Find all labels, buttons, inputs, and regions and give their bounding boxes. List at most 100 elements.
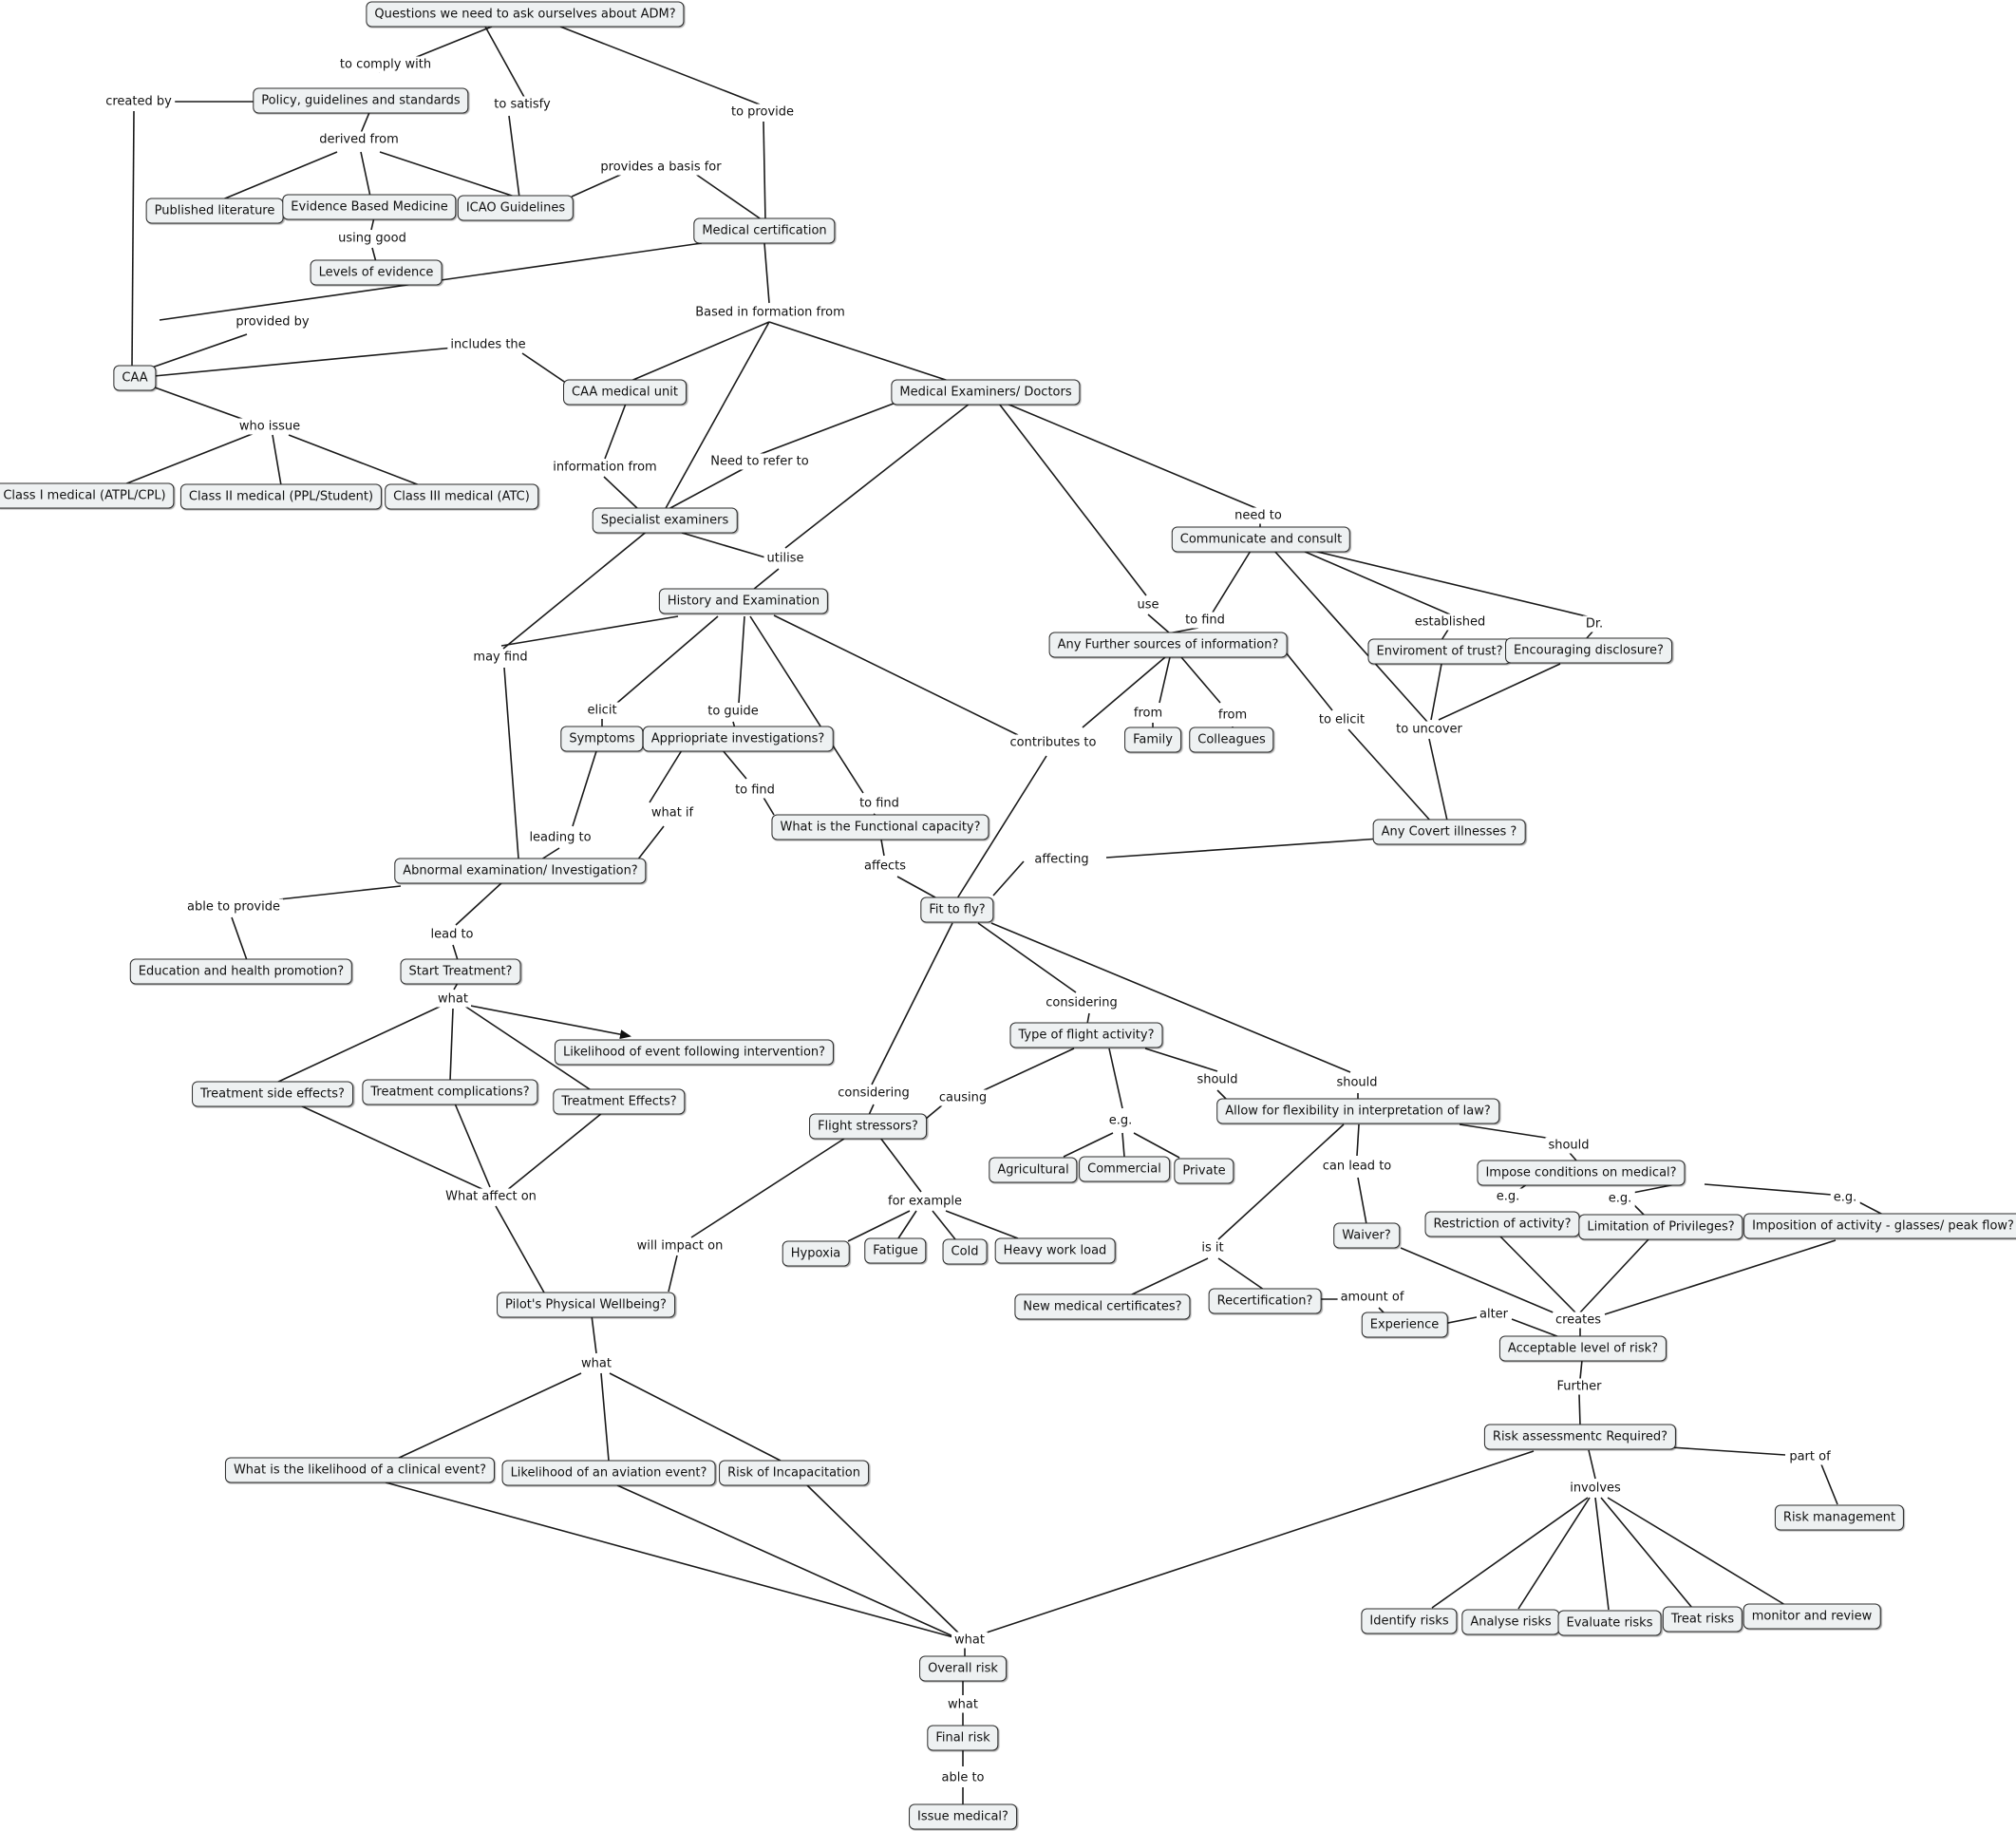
connector-line xyxy=(449,1008,454,1082)
connector-line xyxy=(668,467,745,510)
connector-line xyxy=(1210,550,1252,616)
link-to-uncover: to uncover xyxy=(1393,721,1465,738)
link-dr: Dr. xyxy=(1582,615,1607,632)
connector-line xyxy=(956,755,1047,899)
concept-class-2-medical: Class II medical (PPL/Student) xyxy=(179,483,383,510)
link-to-comply-with: to comply with xyxy=(336,56,435,73)
concept-commercial: Commercial xyxy=(1079,1156,1170,1182)
link-derived-from: derived from xyxy=(316,131,402,148)
concept-treat-risks: Treat risks xyxy=(1662,1606,1743,1633)
concept-caa: CAA xyxy=(113,365,157,391)
link-provides-a-basis-for: provides a basis for xyxy=(597,159,725,176)
connector-line xyxy=(1600,1497,1693,1609)
link-what-final: what xyxy=(945,1696,981,1713)
link-causing: causing xyxy=(935,1089,990,1106)
connector-line xyxy=(454,1103,491,1188)
link-involves: involves xyxy=(1567,1480,1624,1497)
concept-published-literature: Published literature xyxy=(145,198,284,224)
concept-risk-of-incapacitation: Risk of Incapacitation xyxy=(719,1460,869,1486)
connector-line xyxy=(455,881,503,926)
concept-recertification: Recertification? xyxy=(1208,1288,1322,1314)
connector-line xyxy=(1431,1497,1589,1609)
connector-line xyxy=(275,1005,443,1084)
connector-line xyxy=(1281,647,1333,711)
connector-line xyxy=(1578,1393,1581,1426)
concept-likelihood-following-intervention: Likelihood of event following interventi… xyxy=(554,1039,835,1066)
connector-line xyxy=(1669,1446,1786,1456)
concept-abnormal-examination: Abnormal examination/ Investigation? xyxy=(394,858,647,884)
connector-line xyxy=(1217,1123,1345,1240)
link-to-find-sources: to find xyxy=(1182,612,1228,629)
concept-treatment-effects: Treatment Effects? xyxy=(553,1088,686,1115)
connector-line xyxy=(1430,663,1442,721)
concept-start-treatment: Start Treatment? xyxy=(400,958,521,985)
link-amount-of: amount of xyxy=(1337,1289,1407,1306)
connector-line xyxy=(379,151,521,199)
connector-line xyxy=(990,922,1351,1073)
connector-line xyxy=(768,321,952,383)
concept-type-of-flight-activity: Type of flight activity? xyxy=(1009,1022,1163,1048)
connector-line xyxy=(998,403,1147,596)
connector-line xyxy=(1121,1132,1125,1158)
concept-further-sources: Any Further sources of information? xyxy=(1048,632,1288,658)
concept-fatigue: Fatigue xyxy=(864,1237,927,1264)
concept-allow-flexibility-law: Allow for flexibility in interpretation … xyxy=(1216,1098,1499,1124)
connector-line xyxy=(1579,1238,1649,1313)
connector-line xyxy=(154,387,251,423)
link-may-find: may find xyxy=(470,649,531,666)
connector-line xyxy=(1604,1239,1837,1315)
connector-line xyxy=(1006,403,1259,510)
link-from-colleagues: from xyxy=(1215,707,1251,724)
concept-issue-medical: Issue medical? xyxy=(909,1803,1017,1830)
link-will-impact-on: will impact on xyxy=(633,1237,726,1255)
connector-line xyxy=(1082,656,1166,728)
connector-line xyxy=(1704,1183,1833,1196)
link-utilise: utilise xyxy=(763,550,807,567)
link-what-treatment: what xyxy=(435,991,471,1008)
concept-monitor-and-review: monitor and review xyxy=(1743,1603,1881,1630)
connector-line xyxy=(1511,1318,1563,1339)
link-includes-the: includes the xyxy=(447,336,529,353)
link-further: Further xyxy=(1554,1378,1605,1395)
connector-line xyxy=(932,1210,956,1240)
link-use: use xyxy=(1134,596,1162,613)
connector-line xyxy=(668,1255,678,1293)
link-can-lead-to: can lead to xyxy=(1319,1158,1395,1175)
connector-line xyxy=(604,403,627,460)
link-affects: affects xyxy=(861,858,909,875)
concept-levels-of-evidence: Levels of evidence xyxy=(310,259,443,286)
connector-line xyxy=(231,916,248,961)
concept-medical-certification: Medical certification xyxy=(693,217,836,244)
connector-line xyxy=(681,532,766,558)
connector-line xyxy=(1357,1177,1367,1225)
link-using-good: using good xyxy=(335,230,409,247)
link-to-find-history: to find xyxy=(857,795,902,812)
concept-policy-guidelines-standards: Policy, guidelines and standards xyxy=(253,87,469,114)
connector-line xyxy=(806,1484,962,1636)
concept-family: Family xyxy=(1124,727,1181,753)
connector-line xyxy=(299,1104,487,1192)
concept-caa-medical-unit: CAA medical unit xyxy=(563,379,687,406)
connector-line xyxy=(879,1137,922,1193)
concept-cold: Cold xyxy=(942,1238,988,1265)
concept-icao-guidelines: ICAO Guidelines xyxy=(457,195,575,221)
concept-likelihood-aviation-event: Likelihood of an aviation event? xyxy=(501,1460,716,1486)
link-from-family: from xyxy=(1130,705,1166,722)
concept-identify-risks: Identify risks xyxy=(1361,1608,1458,1634)
link-should-type: should xyxy=(1194,1071,1241,1088)
connector-line xyxy=(1159,656,1171,704)
connector-line xyxy=(740,401,899,462)
link-able-to: able to xyxy=(938,1769,988,1786)
concept-risk-management: Risk management xyxy=(1774,1504,1905,1531)
connector-line xyxy=(360,151,371,198)
link-to-elicit: to elicit xyxy=(1315,711,1368,728)
link-able-to-provide: able to provide xyxy=(184,898,283,916)
link-should-allow: should xyxy=(1545,1137,1592,1154)
connector-line xyxy=(1400,1247,1563,1317)
connector-line xyxy=(1063,1132,1114,1158)
connector-line xyxy=(1144,1048,1218,1072)
concept-agricultural: Agricultural xyxy=(989,1157,1078,1183)
connector-line xyxy=(1442,1315,1482,1325)
link-what-if: what if xyxy=(648,804,697,821)
